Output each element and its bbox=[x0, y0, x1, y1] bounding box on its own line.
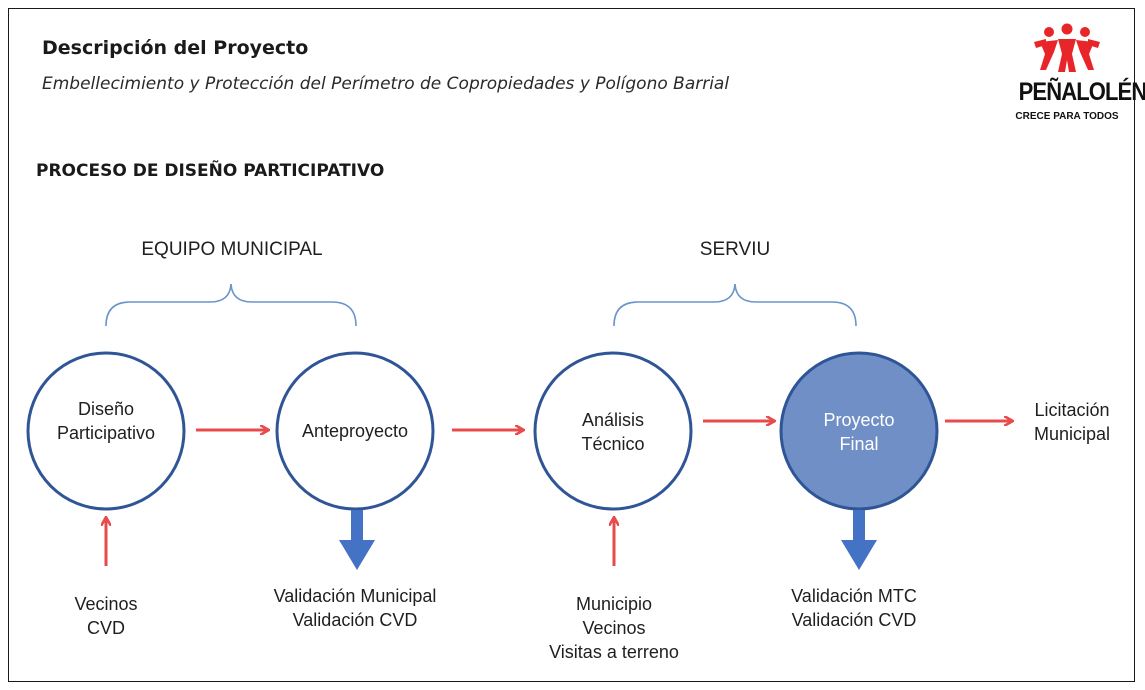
bracket-serviu bbox=[613, 283, 857, 327]
logo-tagline: CRECE PARA TODOS bbox=[1015, 111, 1119, 122]
arrow-validation-proyecto bbox=[841, 510, 877, 570]
node-diseno-participativo bbox=[26, 351, 186, 511]
validation-label-proyecto: Validación MTC Validación CVD bbox=[791, 586, 917, 630]
page-title: Descripción del Proyecto bbox=[42, 37, 309, 59]
bracket-equipo-municipal bbox=[105, 283, 357, 327]
people-figures-icon bbox=[1034, 23, 1100, 72]
validation-label-anteproyecto: Validación Municipal Validación CVD bbox=[273, 586, 437, 630]
node-proyecto-final bbox=[779, 351, 939, 511]
section-title: PROCESO DE DISEÑO PARTICIPATIVO bbox=[36, 161, 385, 181]
input-label-diseno: Vecinos CVD bbox=[74, 594, 138, 638]
node-analisis-tecnico bbox=[533, 351, 693, 511]
page-subtitle: Embellecimiento y Protección del Perímet… bbox=[42, 74, 730, 94]
output-licitacion-municipal: Licitación Municipal bbox=[1033, 400, 1111, 444]
node-anteproyecto bbox=[275, 351, 435, 511]
group-label-serviu: SERVIU bbox=[699, 239, 771, 260]
arrow-validation-anteproyecto bbox=[339, 510, 375, 570]
node-label-proyecto: Proyecto Final bbox=[823, 410, 895, 454]
input-label-analisis: Municipio Vecinos Visitas a terreno bbox=[549, 594, 679, 662]
node-label-anteproyecto: Anteproyecto bbox=[301, 421, 409, 441]
node-label-analisis: Análisis Técnico bbox=[581, 410, 645, 454]
group-label-equipo-municipal: EQUIPO MUNICIPAL bbox=[141, 239, 323, 260]
slide-frame bbox=[8, 8, 1135, 682]
node-label-diseno: Diseño Participativo bbox=[56, 399, 156, 443]
